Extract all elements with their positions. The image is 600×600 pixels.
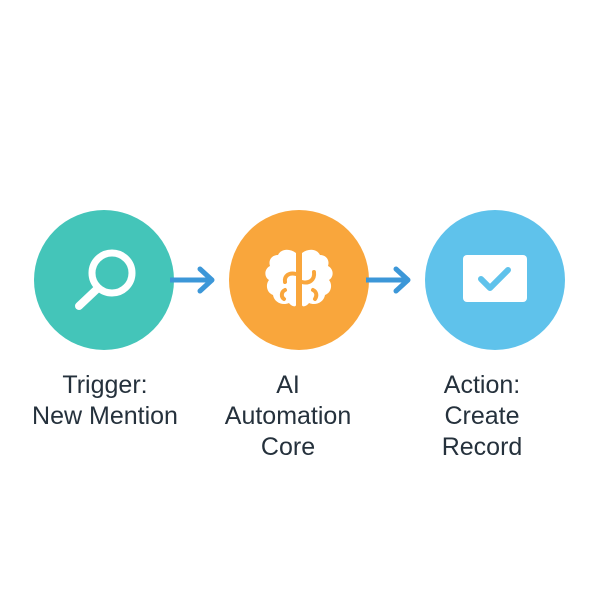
ai-core-label: AI Automation Core <box>193 370 383 463</box>
label-line: Core <box>260 433 316 461</box>
trigger-node <box>34 210 174 350</box>
label-line: AI <box>276 371 300 399</box>
action-node <box>425 210 565 350</box>
ai-core-node <box>229 210 369 350</box>
arrow-core-to-action <box>366 264 414 296</box>
label-line: Create <box>444 402 520 430</box>
action-label: Action: Create Record <box>392 370 572 463</box>
brain-icon <box>229 210 369 350</box>
search-icon <box>34 210 174 350</box>
label-line: Record <box>441 433 523 461</box>
label-line: New Mention <box>32 402 178 430</box>
label-line: Automation <box>224 402 352 430</box>
label-line: Trigger: <box>62 371 148 399</box>
check-card-icon <box>425 210 565 350</box>
label-line: Action: <box>443 371 521 399</box>
trigger-label: Trigger: New Mention <box>10 370 200 432</box>
arrow-trigger-to-core <box>170 264 218 296</box>
